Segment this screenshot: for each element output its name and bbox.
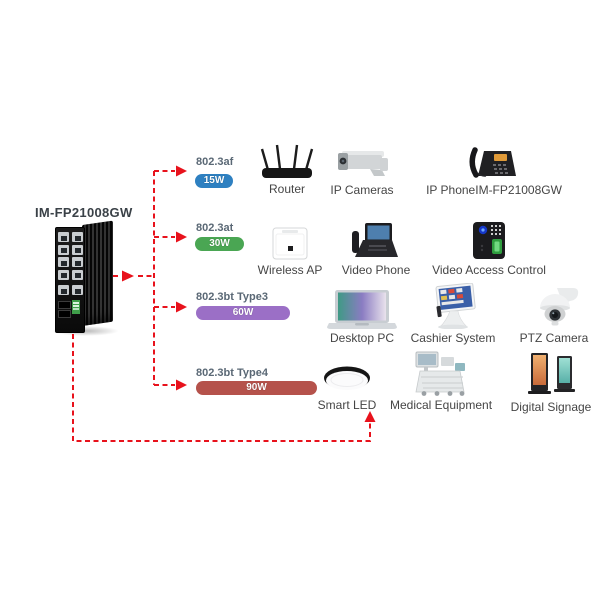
switch-front-panel [55,227,85,333]
power-badge-15w: 15W [195,174,233,188]
switch-model-title: IM-FP21008GW [35,205,133,220]
device-smart-led: Smart LED [307,364,387,412]
device-ptz-camera: PTZ Camera [509,287,599,345]
video-phone-icon [352,223,398,257]
device-label: Router [268,182,306,196]
device-label: Desktop PC [329,331,395,345]
poe-switch-device [51,220,119,336]
device-desktop-pc: Desktop PC [317,289,407,345]
medical-equipment-icon [415,351,465,396]
device-label: Digital Signage [510,400,592,414]
device-label: IP Cameras [330,183,394,197]
device-ip-cameras: IP Cameras [322,145,402,197]
device-label: Smart LED [317,398,377,412]
ip-camera-icon [338,151,388,176]
poe-standard-802-3bt-type4: 802.3bt Type4 [196,367,268,379]
power-badge-90w: 90W [196,381,317,395]
device-video-phone: Video Phone [331,219,421,277]
ip-phone-icon [469,147,516,178]
router-icon [260,144,314,178]
device-medical-equipment: Medical Equipment [376,350,506,412]
device-label: Medical Equipment [389,398,493,412]
poe-standard-802-3af: 802.3af [196,156,234,168]
device-label: Video Access Control [432,263,546,277]
arrow-right-icon [176,379,187,391]
arrow-right-icon [122,270,134,282]
laptop-icon [327,290,397,329]
ptz-camera-icon [540,288,579,326]
device-label: IP PhoneIM-FP21008GW [426,183,562,197]
device-digital-signage: Digital Signage [496,352,600,414]
digital-signage-icon [528,353,575,394]
poe-standard-802-3bt-type3: 802.3bt Type3 [196,291,268,303]
device-cashier-system: Cashier System [398,283,508,345]
switch-shadow [51,326,119,336]
poe-standard-802-3at: 802.3at [196,222,234,234]
arrow-right-icon [176,301,187,313]
device-video-access-control: Video Access Control [419,221,559,277]
arrow-right-icon [176,165,187,177]
wireless-ap-icon [272,227,308,260]
pos-terminal-icon [435,283,476,329]
device-label: Wireless AP [257,263,323,277]
access-control-icon [473,222,505,259]
uplink-port-row [58,285,83,295]
power-badge-60w: 60W [196,306,290,320]
device-router: Router [252,144,322,196]
device-wireless-ap: Wireless AP [250,227,330,277]
device-label: Cashier System [410,331,496,345]
led-light-icon [324,366,370,390]
power-badge-30w: 30W [195,237,244,251]
sfp-slot [58,301,71,309]
device-ip-phone: IP PhoneIM-FP21008GW [424,141,564,197]
rj45-port-grid [58,232,83,280]
sfp-slot [58,310,71,318]
arrow-right-icon [176,231,187,243]
arrow-up-icon [364,411,376,422]
device-label: Video Phone [341,263,411,277]
switch-label-sticker [72,300,80,314]
device-label: PTZ Camera [519,331,589,345]
